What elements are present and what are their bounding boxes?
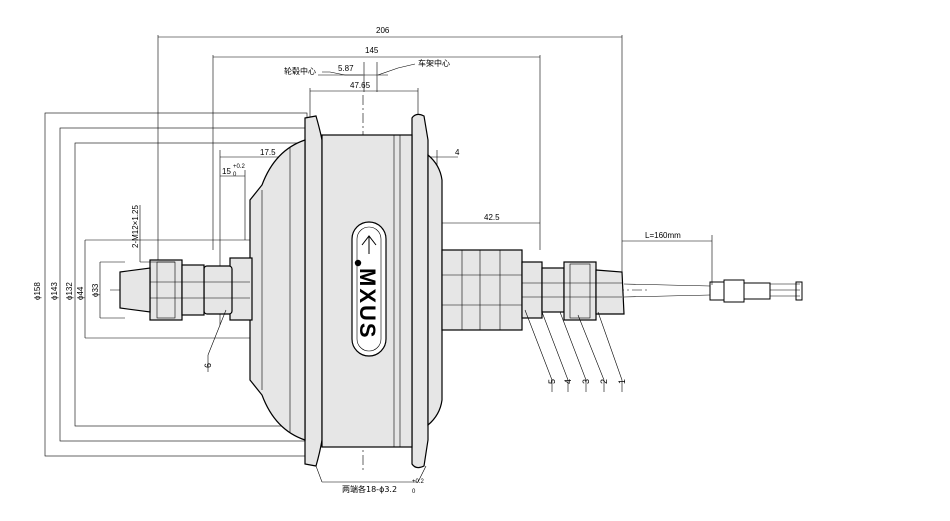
dim-dia-44: ϕ44	[76, 286, 85, 300]
dim-5-87: 5.87	[338, 64, 354, 73]
callout-leaders	[207, 309, 623, 483]
right-axle-end	[595, 269, 625, 315]
dim-cable-length: L=160mm	[645, 231, 681, 240]
callout-4: 4	[563, 379, 573, 384]
dim-42-5: 42.5	[484, 213, 500, 222]
callout-3: 3	[581, 379, 591, 384]
logo-badge	[351, 221, 387, 357]
callout-1: 1	[617, 379, 627, 384]
connector-plug	[743, 282, 771, 300]
left-bearing-seat	[229, 257, 253, 321]
right-axle-body	[441, 249, 523, 331]
dim-47-65: 47.65	[350, 81, 371, 90]
left-axle-end	[119, 267, 151, 313]
label-hub-center: 轮毂中心	[284, 66, 316, 76]
dim-dia-143: ϕ143	[50, 282, 59, 300]
dim-dia-132: ϕ132	[65, 282, 74, 300]
spoke-holes-note: 两端各18-ϕ3.2	[342, 484, 397, 494]
dim-15-tol-lower: 0	[233, 172, 237, 178]
left-cover	[249, 139, 306, 441]
connector-housing	[723, 279, 745, 303]
right-flange	[411, 113, 429, 469]
dim-dia-158: ϕ158	[33, 282, 42, 300]
label-frame-center: 车架中心	[418, 58, 450, 68]
right-spacer	[521, 261, 543, 319]
connector-pins	[795, 281, 803, 301]
callout-5: 5	[547, 379, 557, 384]
left-axle	[119, 257, 253, 321]
spoke-tol-lower: 0	[412, 489, 416, 495]
spoke-tol-upper: +0.2	[412, 479, 425, 485]
cable	[623, 279, 803, 303]
dim-145: 145	[365, 46, 379, 55]
dim-dia-33: ϕ33	[91, 283, 100, 297]
callout-2: 2	[599, 379, 609, 384]
right-locknut	[563, 261, 597, 321]
right-washer	[541, 267, 565, 313]
top-dimension-lines	[157, 35, 713, 325]
dim-17-5: 17.5	[260, 148, 276, 157]
callout-6: 6	[203, 363, 213, 368]
logo-dot	[354, 259, 362, 267]
left-washer	[181, 264, 205, 316]
dim-15-tol-upper: +0.2	[233, 164, 246, 170]
dim-thread: 2-M12×1.25	[131, 205, 140, 248]
hub-body: MXUS	[249, 113, 443, 469]
left-flange	[304, 115, 323, 467]
dim-206: 206	[376, 26, 390, 35]
logo-text: MXUS	[355, 268, 380, 340]
dim-4: 4	[455, 148, 460, 157]
right-cover	[427, 153, 443, 427]
left-locknut	[149, 259, 183, 321]
dim-15: 15	[222, 167, 231, 176]
left-spacer	[203, 265, 233, 315]
right-axle	[441, 249, 625, 331]
arrow-up-icon	[361, 235, 377, 254]
